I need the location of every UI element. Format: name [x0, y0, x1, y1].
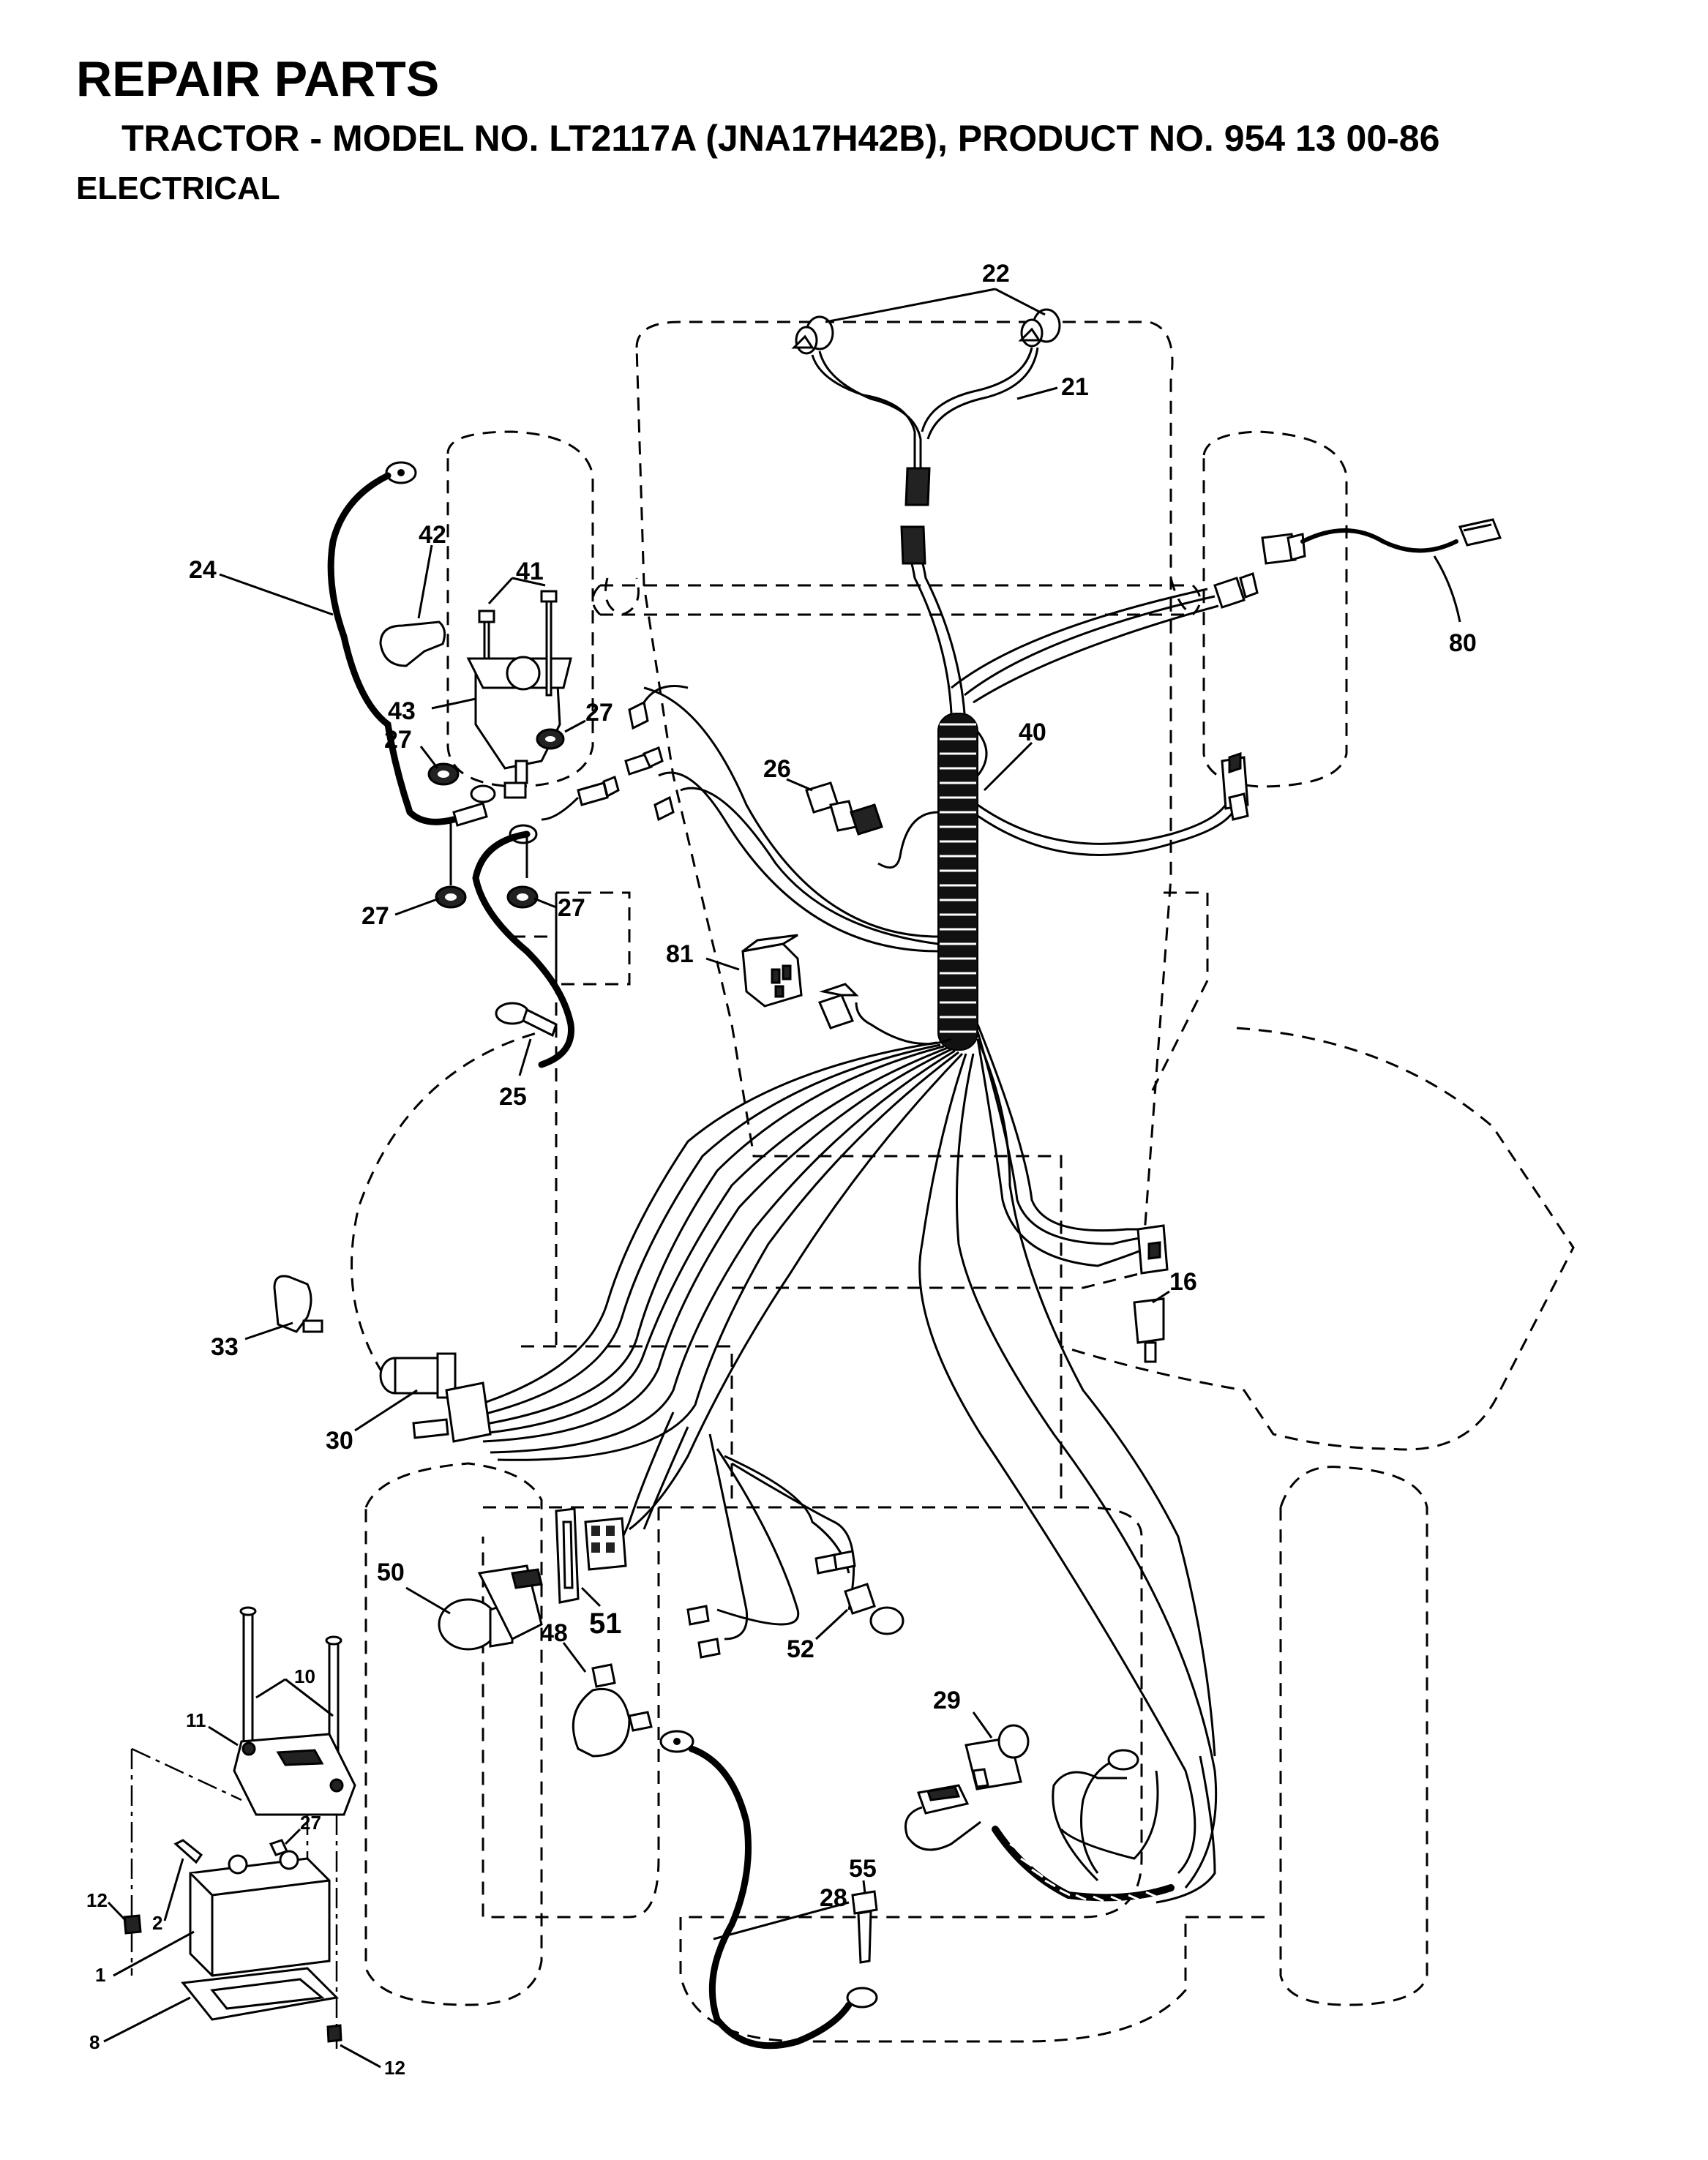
callout-1: 1 [95, 1964, 105, 1986]
rear-deck-outline [482, 1506, 1143, 1919]
callout-28: 28 [820, 1884, 847, 1912]
headlights-group [791, 288, 1061, 565]
boot-42 [379, 544, 446, 667]
hood-outline [635, 320, 1174, 1289]
section-label: ELECTRICAL [76, 170, 280, 206]
pto-switch-50 [405, 1564, 543, 1651]
callout-11: 11 [186, 1709, 206, 1731]
connector-80 [1213, 518, 1502, 623]
bulb-52 [814, 1583, 904, 1640]
callout-22: 22 [982, 260, 1010, 288]
left-front-wheel-outline [446, 430, 594, 788]
callout-26: 26 [763, 755, 791, 783]
headlight-right [1018, 308, 1061, 348]
connector-26 [786, 778, 883, 836]
callout-12-left: 12 [86, 1889, 108, 1911]
rear-frame-outline [679, 1916, 1266, 2043]
headlight-left [791, 315, 834, 355]
right-front-wheel-outline [1202, 430, 1348, 788]
bezel-51 [555, 1507, 627, 1608]
fender-left-outline [351, 1027, 557, 1376]
callout-48: 48 [540, 1619, 568, 1647]
model-subtitle: TRACTOR - MODEL NO. LT2117A (JNA17H42B),… [121, 118, 1440, 159]
harness-loom-sleeve [937, 713, 978, 1051]
solenoid-43 [466, 656, 572, 799]
switch-29 [965, 1711, 1030, 1790]
callout-50: 50 [377, 1559, 405, 1586]
connector-right-lower [1221, 751, 1249, 821]
ground-cable-28 [659, 1730, 878, 2050]
seat-switch-16 [1133, 1224, 1170, 1363]
callout-24: 24 [189, 556, 217, 584]
callout-27-solenoid-right: 27 [585, 699, 613, 727]
right-rear-wheel-outline [1279, 1466, 1428, 2006]
page-title: REPAIR PARTS [76, 51, 440, 107]
callout-27-battery: 27 [300, 1812, 321, 1834]
relay-81 [705, 934, 859, 1030]
bolts-41 [478, 577, 558, 697]
callout-55: 55 [849, 1855, 877, 1883]
mid-frame-outline [512, 891, 1209, 1500]
callout-30: 30 [326, 1427, 353, 1455]
front-axle-outline [591, 584, 1202, 616]
callout-27-lower-right: 27 [558, 894, 585, 922]
callout-8: 8 [89, 2031, 100, 2053]
cable-48 [562, 1642, 653, 1758]
fender-right-outline [1060, 1027, 1575, 1451]
leader-lines [219, 573, 1033, 1076]
callout-10: 10 [294, 1665, 315, 1687]
rear-coil-harness [904, 1749, 1175, 1902]
hood-bracket-outline [604, 577, 640, 616]
callout-81: 81 [666, 940, 694, 968]
fuse-holder [541, 685, 689, 822]
harness-connector-bottom [900, 525, 926, 565]
harness-connector-top [904, 467, 931, 506]
ground-bolt-55 [851, 1880, 878, 1964]
cable-25 [449, 820, 574, 1068]
callout-43: 43 [388, 697, 416, 725]
callout-29: 29 [933, 1687, 961, 1714]
ignition-switch-30 [354, 1352, 492, 1443]
main-harness [453, 541, 1238, 1904]
callout-labels: 22 21 24 42 41 43 27 27 27 27 80 40 26 8… [86, 260, 1477, 2079]
frame-outlines [351, 320, 1575, 2043]
hood-bracket-outline-right [1169, 577, 1194, 616]
ignition-key-33 [244, 1275, 323, 1340]
callout-25: 25 [499, 1083, 527, 1111]
callout-80: 80 [1449, 629, 1477, 657]
callout-12-right: 12 [384, 2057, 405, 2079]
callout-2: 2 [152, 1912, 162, 1934]
callout-52: 52 [787, 1635, 814, 1663]
page-header: REPAIR PARTS TRACTOR - MODEL NO. LT2117A… [76, 54, 1686, 205]
callout-40: 40 [1019, 719, 1046, 746]
battery-cable-24 [327, 461, 488, 827]
callout-16: 16 [1169, 1268, 1197, 1296]
battery-assembly [103, 1606, 381, 2069]
callout-51: 51 [589, 1608, 622, 1640]
callout-33: 33 [211, 1333, 239, 1361]
callout-27-lower-left: 27 [362, 902, 389, 930]
callout-41: 41 [516, 558, 544, 585]
left-rear-wheel-outline [364, 1462, 543, 2006]
terminal-connectors [686, 1550, 856, 1659]
callout-42: 42 [419, 521, 446, 549]
callout-21: 21 [1061, 373, 1089, 401]
callout-27-solenoid-left: 27 [384, 726, 412, 754]
